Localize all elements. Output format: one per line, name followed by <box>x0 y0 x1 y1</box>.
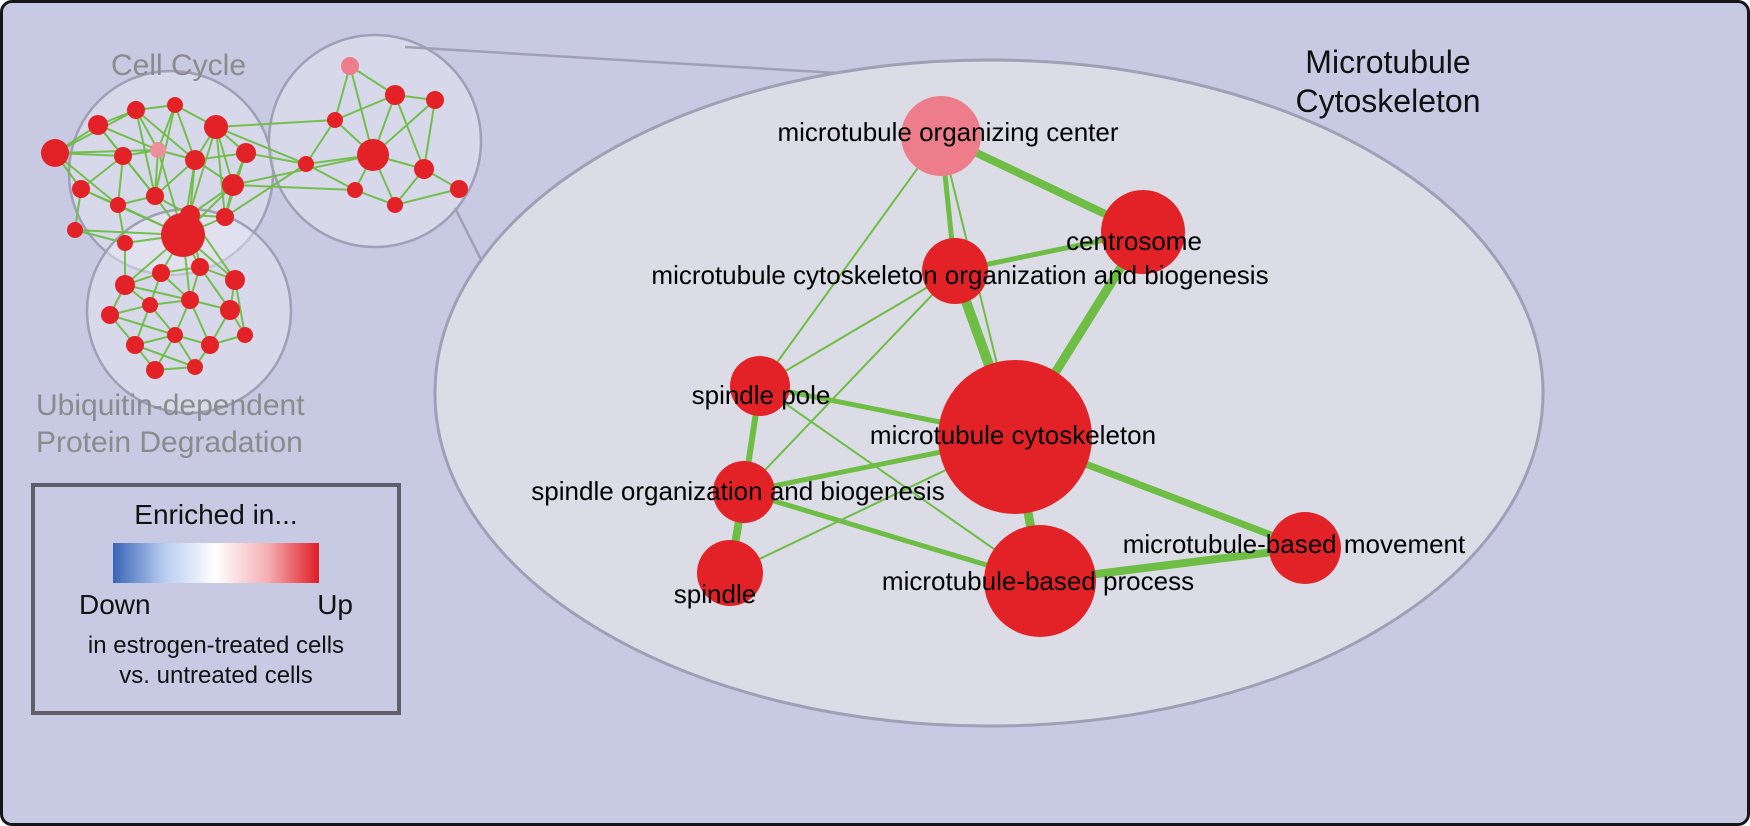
zoom-cluster-title-line1: Microtubule <box>1305 44 1471 80</box>
overview-node <box>115 275 135 295</box>
cluster-label-cell-cycle: Cell Cycle <box>111 49 247 82</box>
zoom-node-label-spindle: spindle <box>674 579 756 609</box>
overview-node <box>88 115 108 135</box>
zoom-node-label-mtoc: microtubule organizing center <box>777 117 1118 147</box>
overview-edge <box>215 119 336 128</box>
legend-title: Enriched in... <box>134 499 298 530</box>
overview-node <box>161 213 205 257</box>
overview-node <box>426 91 444 109</box>
overview-node <box>152 264 170 282</box>
zoom-node-mbm <box>1269 512 1341 584</box>
overview-node <box>237 327 253 343</box>
cluster-label-ubiquitin: Ubiquitin-dependent Protein Degradation <box>36 387 305 461</box>
overview-node <box>341 57 359 75</box>
overview-node <box>204 115 228 139</box>
overview-edge <box>305 119 336 165</box>
overview-node <box>110 197 126 213</box>
overview-edge <box>134 344 196 368</box>
overview-node <box>67 222 83 238</box>
overview-node <box>167 97 183 113</box>
overview-node <box>146 361 164 379</box>
legend-caption-line1: in estrogen-treated cells <box>87 632 345 659</box>
zoom-edge-mtoc-spindle-pole <box>759 135 942 387</box>
overview-edge <box>334 65 351 121</box>
zoom-node-spindle <box>697 540 763 606</box>
overview-edge <box>394 94 425 170</box>
overview-edge <box>334 94 396 121</box>
network-canvas: microtubule organizing center centrosome m… <box>41 33 1545 728</box>
zoom-edge-spindle-pole-mbp <box>759 385 1041 582</box>
overview-node <box>185 150 205 170</box>
overview-edge <box>423 99 436 170</box>
overview-edge <box>54 149 159 154</box>
overview-edge <box>157 104 176 151</box>
overview-node <box>41 139 69 167</box>
zoom-node-label-mbm: microtubule-based movement <box>1123 529 1466 559</box>
overview-node <box>146 187 164 205</box>
legend-box: Enriched in... Down Up in estrogen-treat… <box>31 483 401 715</box>
legend-caption-line2: vs. untreated cells <box>119 662 313 689</box>
cluster-label-ubiquitin-line2: Protein Degradation <box>36 426 303 459</box>
overview-node <box>387 197 403 213</box>
zoom-node-centrosome <box>1101 190 1185 274</box>
overview-node <box>236 143 256 163</box>
overview-node <box>181 291 199 309</box>
zoom-node-spindle-pole <box>730 356 790 416</box>
overview-node <box>167 327 183 343</box>
overview-edge <box>215 126 307 165</box>
legend-gradient-bar <box>113 543 319 583</box>
zoom-edge-mco-spindle-pole <box>759 270 956 387</box>
overview-edge <box>245 152 307 165</box>
overview-edge <box>135 109 196 161</box>
overview-node <box>114 147 132 165</box>
overview-edge <box>97 124 159 151</box>
overview-node <box>201 336 219 354</box>
zoom-node-label-spindle-pole: spindle pole <box>692 380 831 410</box>
overview-node <box>357 139 389 171</box>
overview-edge <box>394 188 460 206</box>
legend-up-label: Up <box>317 589 353 620</box>
zoom-node-mco <box>922 238 988 304</box>
zoom-cluster-title: Microtubule Cytoskeleton <box>1258 43 1518 121</box>
zoom-node-label-mbp: microtubule-based process <box>882 566 1194 596</box>
overview-node <box>216 208 234 226</box>
overview-node <box>142 297 158 313</box>
overview-edge <box>215 126 226 218</box>
legend-down-label: Down <box>79 589 151 620</box>
overview-node <box>225 270 245 290</box>
overview-node <box>187 359 203 375</box>
overview-node <box>450 180 468 198</box>
overview-node <box>117 235 133 251</box>
zoom-node-label-centrosome: centrosome <box>1066 226 1202 256</box>
zoom-node-mbp <box>984 525 1096 637</box>
zoom-node-label-mco: microtubule cytoskeleton organization an… <box>651 260 1268 290</box>
zoom-node-mtoc <box>901 96 981 176</box>
overview-node <box>220 300 240 320</box>
overview-edge <box>124 284 191 301</box>
cluster-label-ubiquitin-line1: Ubiquitin-dependent <box>36 389 305 422</box>
overview-node <box>126 336 144 354</box>
overview-node <box>127 101 145 119</box>
overview-node <box>385 85 405 105</box>
overview-node <box>101 306 119 324</box>
zoom-node-label-mc: microtubule cytoskeleton <box>870 420 1156 450</box>
zoom-cluster-title-line2: Cytoskeleton <box>1295 83 1481 119</box>
overview-node <box>327 112 343 128</box>
zoom-node-mc <box>938 360 1092 514</box>
overview-node <box>347 182 363 198</box>
zoom-node-label-sob: spindle organization and biogenesis <box>531 476 944 506</box>
overview-edge <box>74 229 126 244</box>
overview-node <box>414 159 434 179</box>
zoom-edge-mco-sob <box>743 270 956 493</box>
overview-node <box>298 156 314 172</box>
overview-edge <box>232 184 356 191</box>
zoom-node-sob <box>713 461 775 523</box>
overview-node <box>72 180 90 198</box>
overview-node <box>150 142 166 158</box>
overview-node <box>191 258 209 276</box>
legend-downup-row: Down Up <box>35 589 397 621</box>
overview-node <box>222 174 244 196</box>
